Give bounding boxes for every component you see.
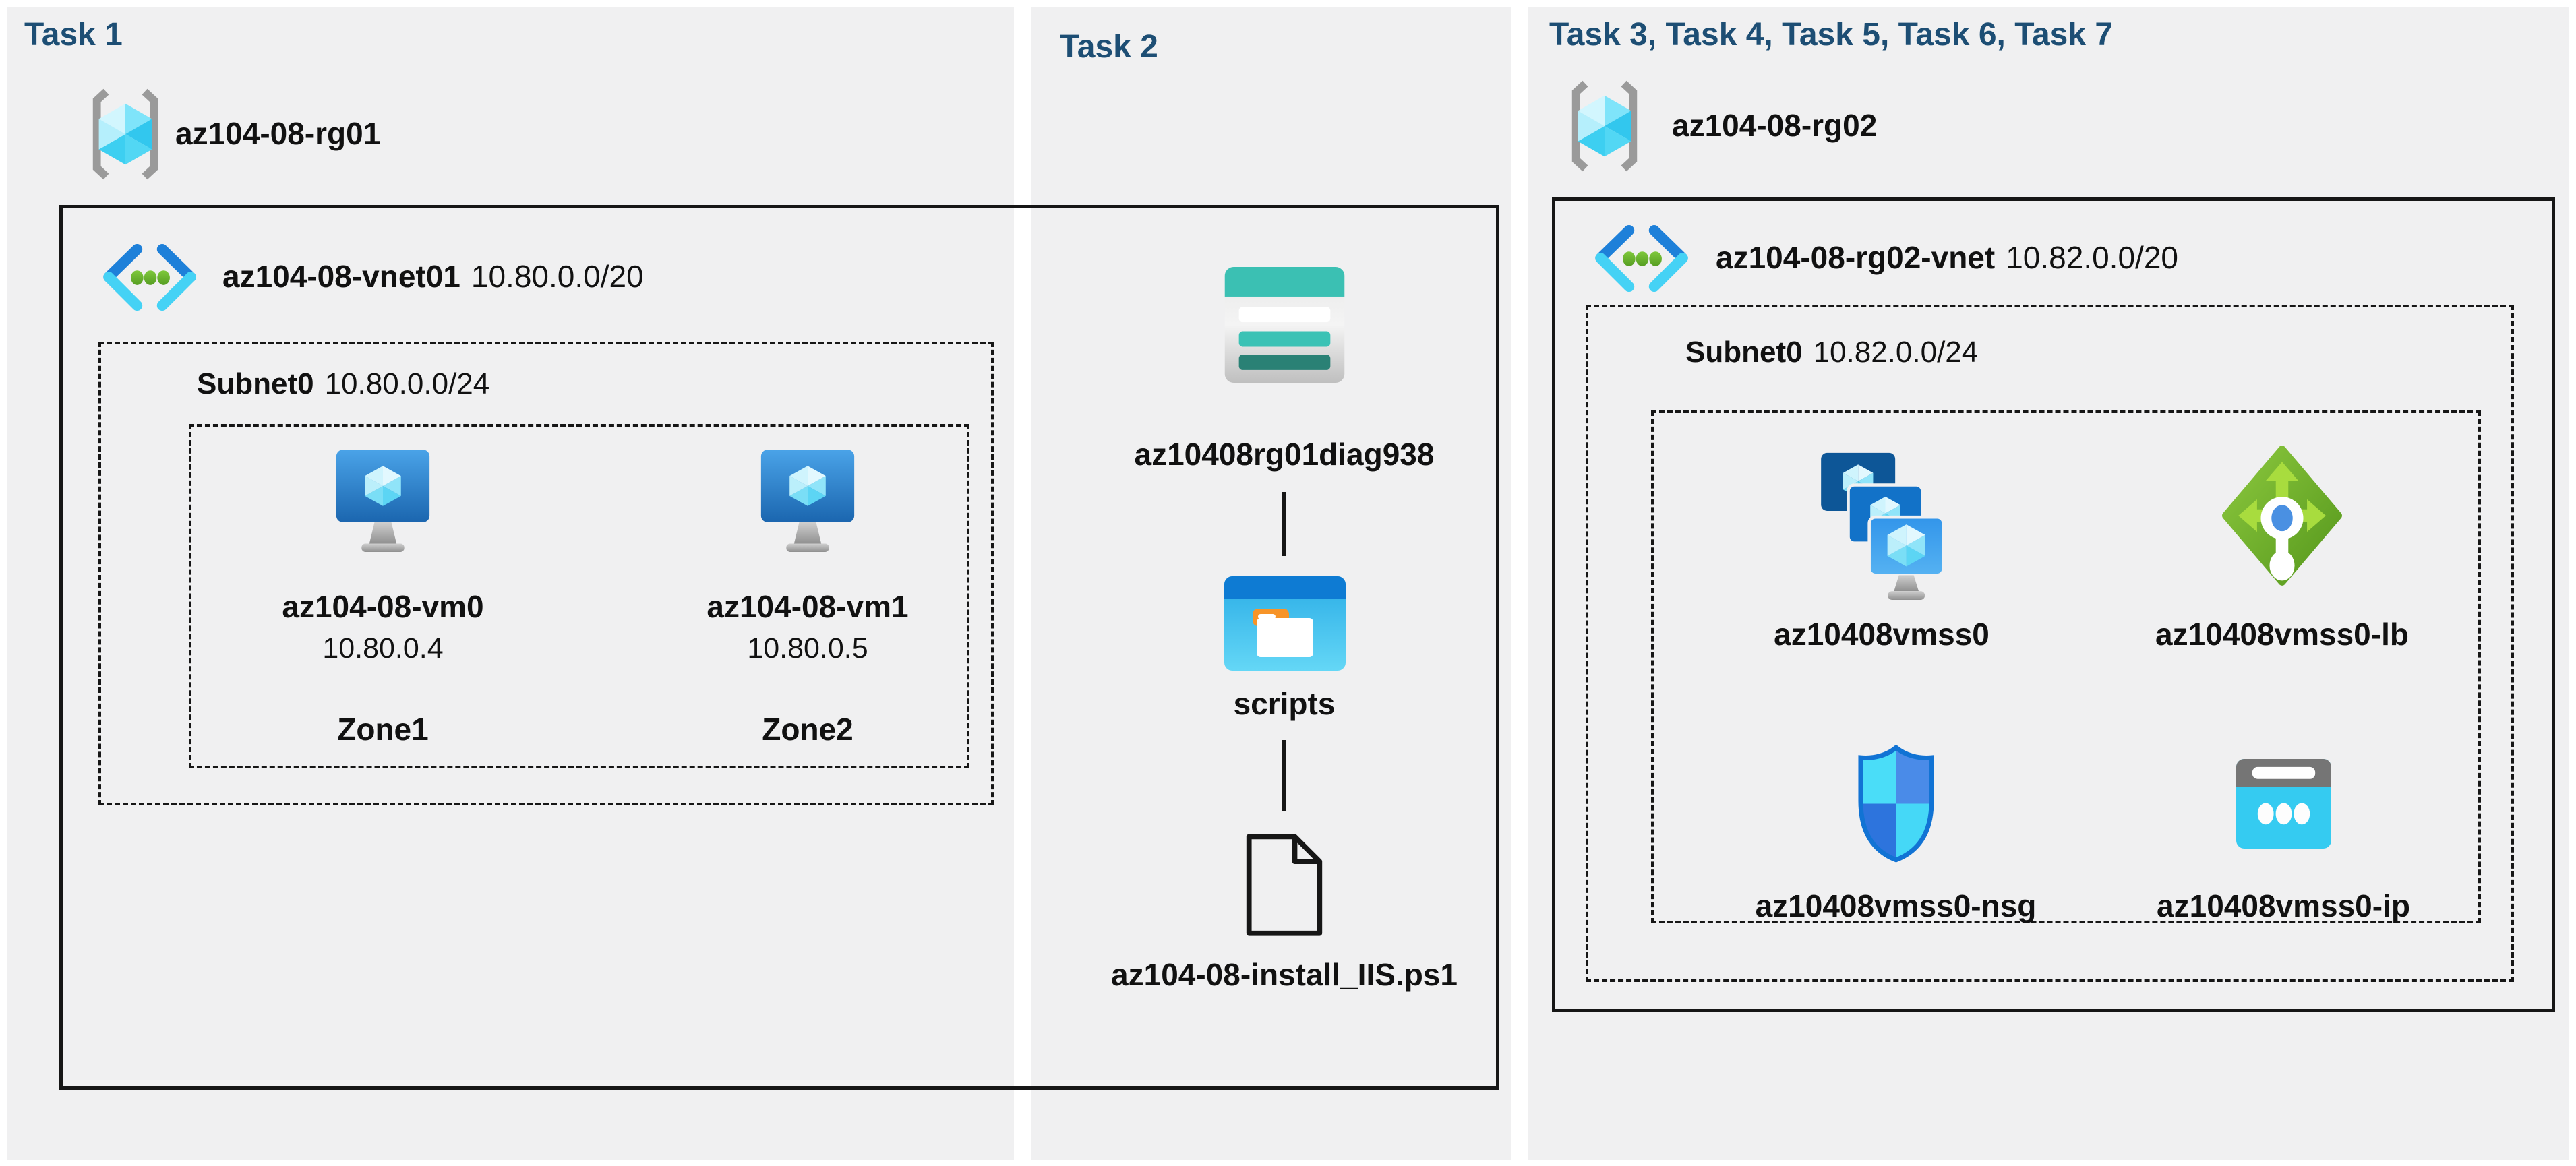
- script-file-name: az104-08-install_IIS.ps1: [1111, 957, 1458, 992]
- virtual-machine-icon: [759, 448, 856, 558]
- public-ip-icon: [2236, 758, 2331, 849]
- vnet2-box: [1552, 197, 2555, 1012]
- subnet2-box: [1586, 305, 2514, 982]
- resource-group2-name: az104-08-rg02: [1672, 108, 1878, 143]
- connector-line: [1282, 492, 1286, 556]
- virtual-network-icon: [100, 243, 200, 314]
- vm0-zone: Zone1: [337, 712, 429, 747]
- virtual-machine-icon: [334, 448, 431, 558]
- vnet2-label: az104-08-rg02-vnet 10.82.0.0/20: [1716, 240, 2178, 276]
- folder-icon: [1224, 576, 1346, 671]
- nsg-name: az10408vmss0-nsg: [1755, 888, 2037, 923]
- storage-account-icon: [1223, 267, 1346, 383]
- vm0-ip: 10.80.0.4: [322, 632, 444, 665]
- load-balancer-name: az10408vmss0-lb: [2155, 617, 2409, 652]
- virtual-network-icon: [1591, 224, 1692, 295]
- vmss-name: az10408vmss0: [1774, 617, 1989, 652]
- subnet1-box: [98, 342, 994, 805]
- vm1-name: az104-08-vm1: [707, 589, 909, 624]
- nsg-shield-icon: [1855, 745, 1937, 863]
- connector-line: [1282, 740, 1286, 811]
- resource-group-icon: [84, 84, 167, 185]
- vnet1-name: az104-08-vnet01: [222, 259, 460, 294]
- subnet1-label: Subnet0 10.80.0.0/24: [197, 367, 489, 402]
- task1-panel: [7, 7, 1014, 1160]
- vnet1-box: [59, 205, 1499, 1090]
- subnet1-name: Subnet0: [197, 367, 314, 400]
- resource-group-name: az104-08-rg01: [175, 116, 381, 151]
- vm1-ip: 10.80.0.5: [747, 632, 868, 665]
- vnet2-name: az104-08-rg02-vnet: [1716, 240, 1996, 275]
- vmss-icon: [1820, 452, 1944, 600]
- vm-group-box: [189, 424, 969, 768]
- task2-title: Task 2: [1060, 29, 1158, 65]
- task3-title: Task 3, Task 4, Task 5, Task 6, Task 7: [1549, 17, 2114, 53]
- storage-account-name: az10408rg01diag938: [1134, 437, 1435, 472]
- folder-name: scripts: [1233, 686, 1336, 721]
- task1-title: Task 1: [24, 17, 123, 53]
- vnet1-label: az104-08-vnet01 10.80.0.0/20: [222, 259, 644, 295]
- load-balancer-icon: [2222, 445, 2342, 586]
- public-ip-name: az10408vmss0-ip: [2157, 888, 2410, 923]
- file-icon: [1242, 831, 1326, 939]
- vnet2-cidr: 10.82.0.0/20: [2006, 240, 2178, 275]
- resource-group-icon: [1563, 75, 1646, 177]
- vm1-zone: Zone2: [762, 712, 853, 747]
- vmss-group-box: [1651, 410, 2481, 923]
- subnet2-label: Subnet0 10.82.0.0/24: [1685, 336, 1978, 370]
- vm0-name: az104-08-vm0: [282, 589, 484, 624]
- subnet1-cidr: 10.80.0.0/24: [324, 367, 490, 400]
- subnet2-name: Subnet0: [1685, 336, 1803, 369]
- subnet2-cidr: 10.82.0.0/24: [1813, 336, 1979, 369]
- vnet1-cidr: 10.80.0.0/20: [471, 259, 644, 294]
